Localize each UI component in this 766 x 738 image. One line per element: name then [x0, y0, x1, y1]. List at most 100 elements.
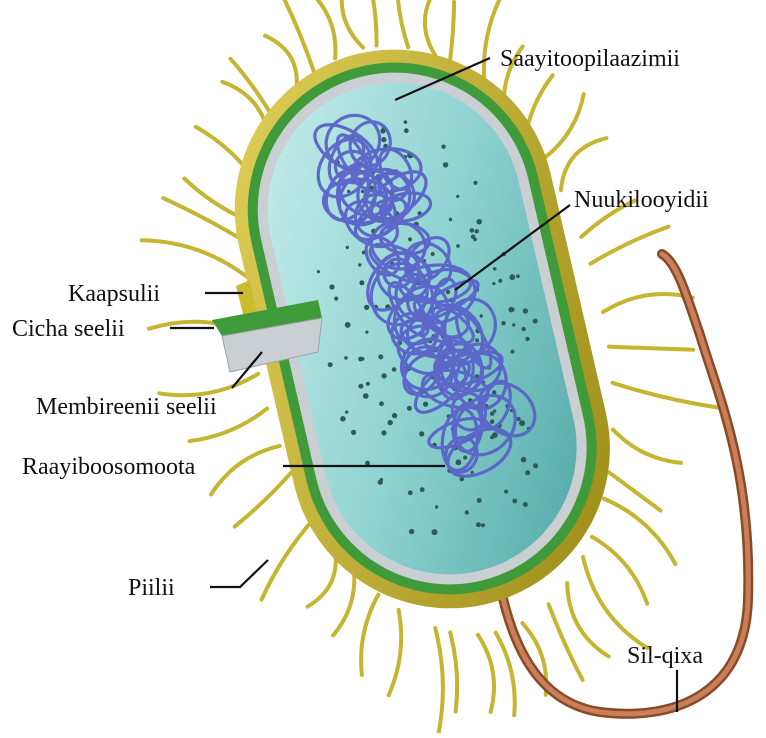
pilus: [211, 446, 280, 495]
ribosome-dot: [365, 331, 368, 334]
leader-pili: [210, 560, 268, 587]
ribosome-dot: [345, 410, 348, 413]
ribosome-dot: [366, 382, 370, 386]
ribosome-dot: [525, 337, 529, 341]
ribosome-dot: [351, 430, 356, 435]
pilus: [591, 227, 669, 264]
ribosome-dot: [329, 284, 334, 289]
ribosome-dot: [490, 419, 495, 424]
ribosome-dot: [404, 120, 408, 124]
ribosome-dot: [476, 219, 482, 225]
pilus: [342, 0, 363, 48]
ribosome-dot: [473, 238, 477, 242]
ribosome-dot: [345, 322, 351, 328]
ribosome-dot: [456, 244, 460, 248]
ribosome-dot: [449, 218, 452, 221]
ribosome-dot: [523, 308, 528, 313]
ribosome-dot: [456, 459, 462, 465]
pilus: [583, 557, 647, 648]
ribosome-dot: [407, 406, 412, 411]
ribosome-dot: [475, 338, 479, 342]
ribosome-dot: [392, 413, 397, 418]
label-cell-wall: Cicha seelii: [12, 316, 125, 342]
ribosome-dot: [470, 228, 475, 233]
ribosome-dot: [408, 490, 413, 495]
ribosome-dot: [381, 137, 386, 142]
pilus: [613, 383, 719, 408]
label-cell-membrane: Membireenii seelii: [36, 394, 217, 420]
ribosome-dot: [493, 267, 497, 271]
ribosome-dot: [533, 319, 538, 324]
ribosome-dot: [363, 393, 369, 399]
ribosome-dot: [381, 373, 386, 378]
ribosome-dot: [358, 357, 363, 362]
ribosome-dot: [334, 297, 338, 301]
pilus: [397, 0, 408, 47]
pilus: [478, 635, 494, 712]
ribosome-dot: [481, 523, 485, 527]
ribosome-dot: [431, 252, 435, 256]
pilus: [142, 240, 247, 276]
ribosome-dot: [473, 181, 477, 185]
pilus: [359, 0, 377, 46]
ribosome-dot: [519, 420, 525, 426]
ribosome-dot: [477, 498, 482, 503]
ribosome-dot: [501, 321, 505, 325]
ribosome-dot: [317, 270, 320, 273]
pilus: [609, 347, 693, 350]
ribosome-dot: [523, 502, 528, 507]
ribosome-dot: [522, 327, 526, 331]
ribosome-dot: [340, 416, 346, 422]
ribosome-dot: [361, 190, 364, 193]
ribosome-dot: [423, 402, 428, 407]
ribosome-dot: [492, 282, 495, 285]
pilus: [425, 0, 437, 56]
pilus: [163, 198, 247, 243]
ribosome-dot: [511, 308, 515, 312]
ribosome-dot: [498, 279, 502, 283]
ribosome-dot: [504, 490, 508, 494]
pilus: [450, 632, 457, 711]
ribosome-dot: [365, 461, 370, 466]
pilus: [159, 374, 258, 395]
ribosome-dot: [475, 229, 479, 233]
ribosome-dot: [509, 274, 515, 280]
ribosome-dot: [443, 162, 448, 167]
ribosome-dot: [408, 237, 412, 241]
ribosome-dot: [490, 435, 494, 439]
ribosome-dot: [328, 362, 333, 367]
label-pili: Piilii: [128, 575, 175, 601]
ribosome-dot: [381, 430, 386, 435]
ribosome-dot: [435, 505, 438, 508]
ribosome-dot: [409, 529, 414, 534]
pilus: [361, 595, 378, 676]
ribosome-dot: [379, 401, 384, 406]
ribosome-dot: [388, 420, 393, 425]
ribosome-dot: [344, 356, 348, 360]
ribosome-dot: [525, 470, 530, 475]
pilus: [235, 473, 291, 527]
pilus: [484, 0, 508, 88]
ribosome-dot: [521, 457, 527, 463]
pilus: [450, 2, 454, 63]
ribosome-dot: [392, 367, 397, 372]
ribosome-dot: [420, 487, 425, 492]
pilus: [265, 36, 297, 93]
ribosome-dot: [512, 499, 517, 504]
ribosome-dot: [480, 314, 483, 317]
ribosome-dot: [419, 431, 424, 436]
ribosome-dot: [358, 384, 363, 389]
pilus: [549, 604, 583, 680]
ribosome-dot: [358, 263, 361, 266]
pilus: [567, 583, 609, 657]
ribosome-dot: [516, 274, 520, 278]
ribosome-dot: [364, 305, 369, 310]
ribosome-dot: [511, 350, 515, 354]
ribosome-dot: [465, 510, 469, 514]
label-capsule: Kaapsulii: [68, 281, 160, 307]
ribosome-dot: [533, 463, 538, 468]
ribosome-dot: [471, 471, 474, 474]
ribosome-dot: [456, 195, 459, 198]
